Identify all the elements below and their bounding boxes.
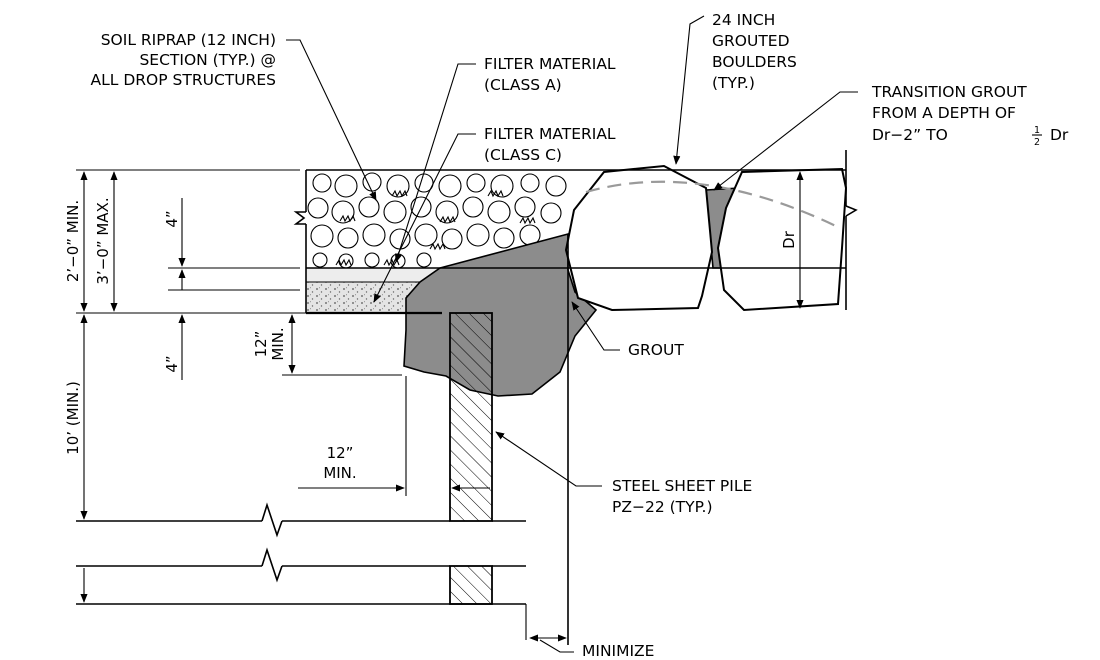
label-boulders-line-2: GROUTED bbox=[712, 32, 790, 50]
steel-sheet-pile-upper bbox=[449, 312, 493, 522]
label-filter-c-line-2: (CLASS C) bbox=[484, 146, 562, 164]
label-filter-a-line-2: (CLASS A) bbox=[484, 76, 562, 94]
riprap-stones bbox=[307, 172, 567, 269]
label-pile-line-2: PZ−22 (TYP.) bbox=[612, 498, 713, 516]
callout-soil-riprap: SOIL RIPRAP (12 INCH) SECTION (TYP.) @ A… bbox=[91, 31, 276, 89]
grouted-boulder-1 bbox=[564, 164, 714, 312]
soil-riprap-layer bbox=[306, 172, 578, 269]
grouted-boulder-2 bbox=[716, 167, 848, 312]
filter-material-class-c bbox=[306, 282, 420, 313]
label-soil-riprap-line-1: SOIL RIPRAP (12 INCH) bbox=[101, 31, 276, 49]
callout-filter-class-a: FILTER MATERIAL (CLASS A) bbox=[484, 55, 616, 94]
dim-2ft-min: 2’−0” MIN. bbox=[64, 200, 82, 282]
dim-4in-top: 4” bbox=[163, 210, 181, 227]
dimension-lines bbox=[76, 169, 846, 642]
label-boulders-line-3: BOULDERS bbox=[712, 53, 797, 71]
filter-material-class-a bbox=[306, 268, 440, 282]
label-transition-line-1: TRANSITION GROUT bbox=[871, 83, 1027, 101]
dim-12in-vertical-min: MIN. bbox=[269, 327, 287, 360]
dim-3ft-max: 3’−0” MAX. bbox=[94, 197, 112, 284]
label-half-numerator: 1 bbox=[1034, 125, 1040, 136]
callout-transition-grout: TRANSITION GROUT FROM A DEPTH OF Dr−2” T… bbox=[871, 83, 1069, 148]
label-filter-c-line-1: FILTER MATERIAL bbox=[484, 125, 616, 143]
label-grout: GROUT bbox=[628, 341, 684, 359]
label-transition-dr: Dr bbox=[1050, 126, 1069, 144]
callout-filter-class-c: FILTER MATERIAL (CLASS C) bbox=[484, 125, 616, 164]
label-pile-line-1: STEEL SHEET PILE bbox=[612, 477, 752, 495]
label-minimize: MINIMIZE bbox=[582, 642, 654, 660]
label-half-denominator: 2 bbox=[1034, 137, 1040, 148]
label-filter-a-line-1: FILTER MATERIAL bbox=[484, 55, 616, 73]
label-transition-line-2: FROM A DEPTH OF bbox=[872, 104, 1016, 122]
callout-boulders: 24 INCH GROUTED BOULDERS (TYP.) bbox=[712, 11, 797, 92]
label-boulders-line-1: 24 INCH bbox=[712, 11, 775, 29]
dim-10ft-min: 10’ (MIN.) bbox=[64, 381, 82, 455]
dim-4in-bottom: 4” bbox=[163, 355, 181, 372]
design-depth-curve bbox=[585, 180, 841, 229]
label-transition-line-3: Dr−2” TO bbox=[872, 126, 948, 144]
dim-dr: Dr bbox=[780, 230, 798, 249]
label-soil-riprap-line-2: SECTION (TYP.) @ bbox=[139, 51, 276, 69]
dim-12in-vertical-value: 12” bbox=[252, 331, 270, 358]
leader-lines bbox=[286, 15, 858, 653]
steel-sheet-pile-lower bbox=[449, 565, 493, 605]
dim-12in-horizontal-min: MIN. bbox=[323, 464, 356, 482]
dim-12in-horizontal-value: 12” bbox=[327, 444, 354, 462]
label-boulders-line-4: (TYP.) bbox=[712, 74, 755, 92]
callout-sheet-pile: STEEL SHEET PILE PZ−22 (TYP.) bbox=[612, 477, 752, 516]
label-soil-riprap-line-3: ALL DROP STRUCTURES bbox=[91, 71, 276, 89]
